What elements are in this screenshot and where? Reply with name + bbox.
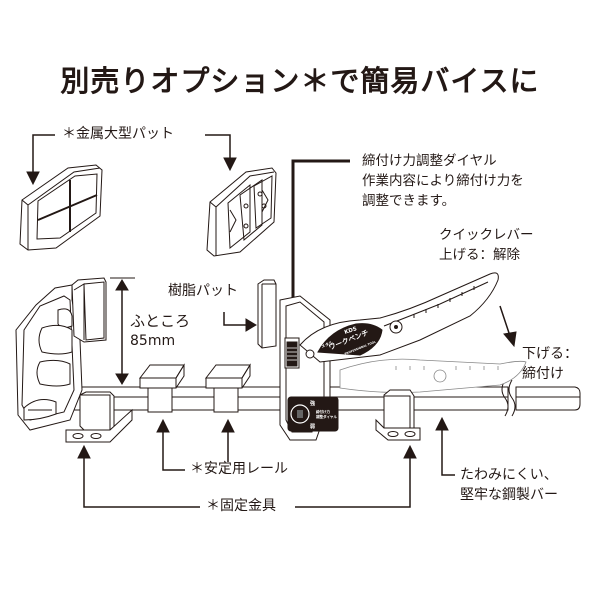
rail-label: ＊安定用レール xyxy=(190,461,288,477)
dial-label-line2: 作業内容により締付け力を xyxy=(362,173,524,189)
arrow-up-icon xyxy=(156,418,170,433)
lever-label-line1: クイックレバー xyxy=(439,227,534,243)
lower-label-line1: 下げる： xyxy=(522,346,578,362)
arrow-up-icon xyxy=(77,444,91,459)
resin-pad-label: 樹脂パット xyxy=(168,283,238,299)
lever-label-line2: 上げる：解除 xyxy=(439,247,520,263)
stabilizer-rail-block-1 xyxy=(138,363,185,413)
capacity-label-line1: ふところ xyxy=(130,312,191,330)
lever-raised: KDS メタル ワークベンチ PROFESSIONAL TOOL xyxy=(299,272,499,363)
dial-caption-1: 締付け力 xyxy=(316,409,330,414)
arrow-up-icon xyxy=(403,444,417,459)
capacity-label-line2: 85mm xyxy=(130,333,176,349)
arrow-up-icon xyxy=(435,416,449,431)
page-title: 別売りオプション＊で簡易バイスに xyxy=(60,64,540,98)
leaders xyxy=(77,305,517,508)
dial-weak-label: 弱 xyxy=(310,423,315,430)
arrow-up-icon xyxy=(221,418,235,433)
lower-label-line2: 締付け xyxy=(522,366,564,382)
bar-label-line1: たわみにくい、 xyxy=(460,467,558,483)
dial-strong-label: 強 xyxy=(310,400,315,407)
fixed-bracket-left xyxy=(65,391,133,443)
arrow-down-icon xyxy=(26,171,40,186)
arrow-down-icon xyxy=(223,157,237,172)
dial-label-line1: 締付け力調整ダイヤル xyxy=(362,153,497,169)
stabilizer-rail-block-2 xyxy=(204,363,251,413)
bar-label-line2: 堅牢な鋼製バー xyxy=(460,487,558,503)
dial-caption-2: 調整ダイヤル xyxy=(316,414,337,419)
metal-pad-left xyxy=(19,164,103,251)
dial-label-line3: 調整できます。 xyxy=(362,193,456,209)
metal-pad-label: ＊金属大型パット xyxy=(62,126,174,142)
arrow-down-icon xyxy=(115,373,129,385)
arrow-down-icon xyxy=(503,331,517,348)
capacity-dimension xyxy=(110,277,135,385)
bracket-label: ＊固定金具 xyxy=(206,498,276,514)
fixed-jaw xyxy=(15,277,107,431)
arrow-up-icon xyxy=(115,279,129,291)
fixed-bracket-right xyxy=(375,389,421,441)
badge-name-small: メタル xyxy=(320,339,333,349)
badge-brand: KDS xyxy=(344,326,358,336)
arrow-right-icon xyxy=(245,318,257,332)
metal-pad-right xyxy=(206,167,277,257)
metal-pad-leader xyxy=(26,134,237,186)
